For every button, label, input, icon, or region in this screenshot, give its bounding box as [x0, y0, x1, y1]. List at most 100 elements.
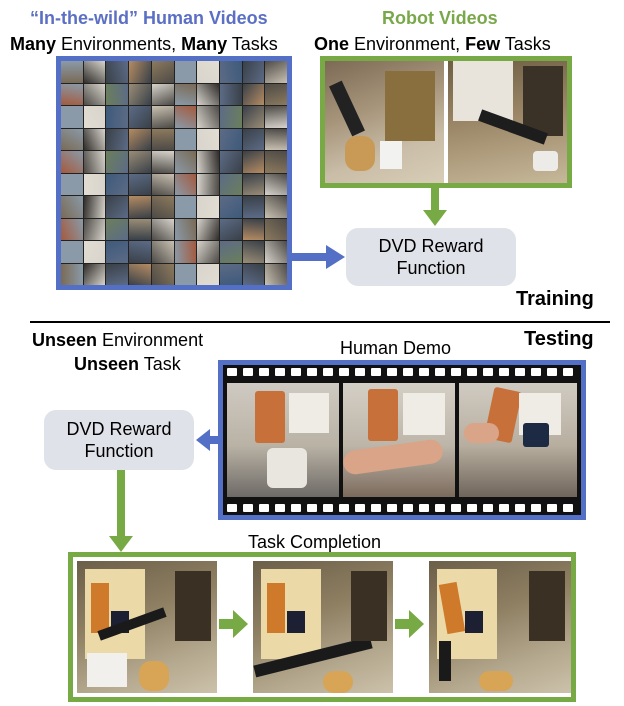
- mosaic-tile: [129, 173, 151, 195]
- human-demo-frame: [218, 360, 586, 520]
- film-sprocket: [531, 504, 541, 512]
- demo-frame-2: [343, 383, 455, 497]
- film-sprocket: [515, 504, 525, 512]
- tasks-text: Tasks: [227, 34, 278, 54]
- mosaic-tile: [106, 218, 129, 240]
- mosaic-tile: [174, 83, 197, 105]
- completion-arrow-2: [395, 610, 424, 638]
- film-sprocket: [563, 368, 573, 376]
- unseen-task-bold: Unseen: [74, 354, 140, 374]
- mosaic-tile: [83, 173, 106, 195]
- mosaic-tile: [151, 241, 174, 263]
- mosaic-tile: [219, 128, 242, 150]
- many-env-bold: Many: [10, 34, 57, 54]
- mosaic-tile: [265, 61, 287, 83]
- film-sprocket: [467, 368, 477, 376]
- mosaic-tile: [219, 218, 242, 240]
- mosaic-tile: [242, 218, 265, 240]
- human-videos-title: “In-the-wild” Human Videos: [30, 8, 268, 28]
- mosaic-tile: [106, 61, 129, 83]
- training-label: Training: [516, 288, 594, 310]
- mosaic-tile: [61, 196, 83, 218]
- mosaic-tile: [219, 106, 242, 128]
- mosaic-tile: [129, 83, 151, 105]
- mosaic-tile: [61, 128, 83, 150]
- film-sprocket: [227, 368, 237, 376]
- mosaic-tile: [129, 263, 151, 285]
- human-demo-filmstrip: [223, 365, 581, 515]
- mosaic-tile: [174, 241, 197, 263]
- reward-line-1: DVD Reward: [378, 236, 484, 256]
- robot-videos-frame: [320, 56, 572, 188]
- mosaic-tile: [151, 218, 174, 240]
- mosaic-tile: [129, 218, 151, 240]
- human-videos-frame: [56, 56, 292, 290]
- mosaic-tile: [242, 83, 265, 105]
- reward-to-completion-arrow: [109, 470, 133, 552]
- film-sprocket: [355, 368, 365, 376]
- film-sprocket: [339, 368, 349, 376]
- mosaic-tile: [174, 106, 197, 128]
- demo-frame-3: [459, 383, 577, 497]
- mosaic-tile: [129, 241, 151, 263]
- film-sprocket: [451, 368, 461, 376]
- mosaic-tile: [106, 196, 129, 218]
- mosaic-tile: [197, 61, 219, 83]
- mosaic-tile: [219, 173, 242, 195]
- unseen-task-text: Unseen Task: [74, 354, 181, 375]
- robot-video-frame-1: [325, 61, 444, 183]
- film-sprocket: [323, 368, 333, 376]
- mosaic-tile: [242, 106, 265, 128]
- mosaic-tile: [197, 196, 219, 218]
- film-sprocket: [515, 368, 525, 376]
- task-completion-label: Task Completion: [248, 532, 382, 552]
- mosaic-tile: [197, 106, 219, 128]
- completion-frame-3: [429, 561, 571, 693]
- film-sprocket: [323, 504, 333, 512]
- mosaic-tile: [219, 61, 242, 83]
- mosaic-tile: [151, 106, 174, 128]
- mosaic-tile: [83, 83, 106, 105]
- film-sprocket: [371, 504, 381, 512]
- mosaic-tile: [83, 218, 106, 240]
- mosaic-tile: [61, 241, 83, 263]
- many-tasks-bold: Many: [181, 34, 228, 54]
- film-sprocket: [451, 504, 461, 512]
- demo-frame-1: [227, 383, 339, 497]
- mosaic-tile: [242, 61, 265, 83]
- mosaic-tile: [106, 128, 129, 150]
- mosaic-tile: [129, 151, 151, 173]
- film-sprocket: [419, 504, 429, 512]
- section-divider: [30, 321, 610, 323]
- film-sprocket: [243, 504, 253, 512]
- mosaic-tile: [106, 83, 129, 105]
- mosaic-tile: [265, 173, 287, 195]
- mosaic-tile: [174, 61, 197, 83]
- film-sprocket: [467, 504, 477, 512]
- mosaic-tile: [219, 151, 242, 173]
- mosaic-tile: [265, 196, 287, 218]
- mosaic-tile: [197, 241, 219, 263]
- film-sprocket: [435, 368, 445, 376]
- film-sprocket: [435, 504, 445, 512]
- completion-frame-1: [77, 561, 217, 693]
- film-sprocket: [499, 368, 509, 376]
- unseen-env-word: Environment: [97, 330, 204, 350]
- mosaic-tile: [83, 106, 106, 128]
- reward-line-2: Function: [396, 258, 466, 278]
- film-sprocket: [563, 504, 573, 512]
- mosaic-tile: [151, 61, 174, 83]
- film-sprocket: [483, 368, 493, 376]
- mosaic-tile: [174, 218, 197, 240]
- mosaic-tile: [174, 263, 197, 285]
- tasks-text-robot: Tasks: [500, 34, 551, 54]
- human-video-mosaic: [61, 61, 287, 285]
- mosaic-tile: [151, 173, 174, 195]
- mosaic-tile: [242, 151, 265, 173]
- mosaic-tile: [61, 263, 83, 285]
- mosaic-tile: [83, 61, 106, 83]
- mosaic-tile: [219, 83, 242, 105]
- film-sprocket: [339, 504, 349, 512]
- film-sprocket: [291, 504, 301, 512]
- mosaic-tile: [219, 241, 242, 263]
